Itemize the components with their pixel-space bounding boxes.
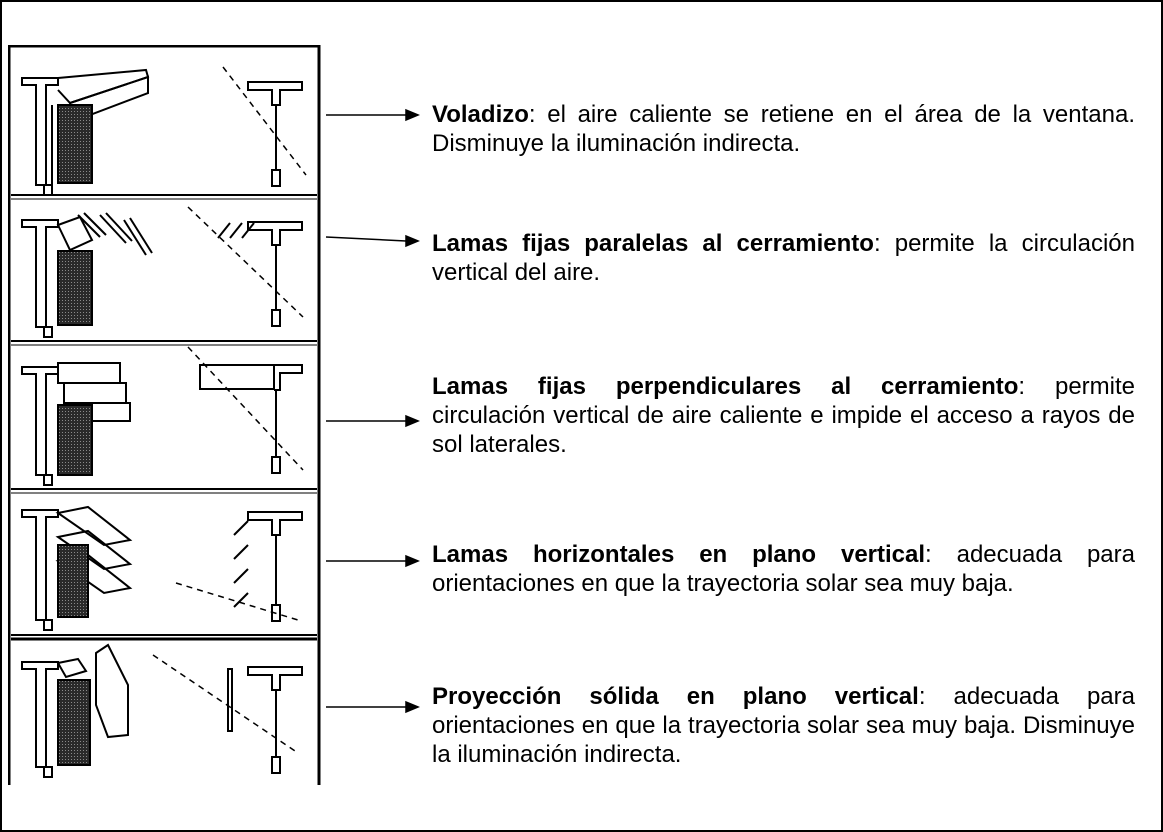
figure-border (8, 45, 321, 785)
parallel-louvers-illustration (21, 212, 153, 338)
arrow-lamas-perpendiculares (326, 414, 420, 428)
description-text: : el aire caliente se retiene en el área… (432, 101, 1142, 157)
description-title: Lamas horizontales en plano vertical (432, 541, 926, 568)
horizontal-louvers-section (175, 511, 303, 622)
description-lamas-perpendiculares: Lamas fijas perpendiculares al cerramien… (432, 372, 1135, 459)
horizontal-louvers-illustration (21, 505, 133, 631)
arrow-voladizo (326, 108, 420, 122)
overhang-illustration (21, 68, 150, 196)
description-text: : adecuada para orientaciones en que la … (432, 683, 1142, 768)
description-lamas-horizontales: Lamas horizontales en plano vertical: ad… (432, 540, 1135, 598)
overhang-section (222, 66, 307, 187)
parallel-louvers-section (187, 206, 304, 327)
arrow-lamas-paralelas (325, 234, 420, 248)
row-separators (11, 194, 317, 641)
description-text: : adecuada para orientaciones en que la … (432, 541, 1142, 597)
description-text: : permite circulación vertical de aire c… (432, 373, 1142, 458)
description-title: Proyección sólida en plano vertical (432, 683, 919, 710)
description-proyeccion-solida: Proyección sólida en plano vertical: ade… (432, 682, 1135, 769)
arrow-proyeccion-solida (326, 700, 420, 714)
description-voladizo: Voladizo: el aire caliente se retiene en… (432, 100, 1135, 158)
perpendicular-louvers-section (187, 346, 304, 474)
solid-projection-section (152, 654, 303, 774)
solid-projection-illustration (21, 643, 129, 778)
description-title: Lamas fijas perpendiculares al cerramien… (432, 373, 1019, 400)
perpendicular-louvers-illustration (21, 362, 131, 486)
description-lamas-paralelas: Lamas fijas paralelas al cerramiento: pe… (432, 229, 1135, 287)
description-title: Voladizo (432, 101, 529, 128)
description-text: : permite la circulación vertical del ai… (432, 230, 1142, 286)
description-title: Lamas fijas paralelas al cerramiento (432, 230, 874, 257)
connector-arrows (325, 108, 420, 714)
arrow-lamas-horizontales (326, 554, 420, 568)
shading-devices-figure (8, 45, 420, 785)
